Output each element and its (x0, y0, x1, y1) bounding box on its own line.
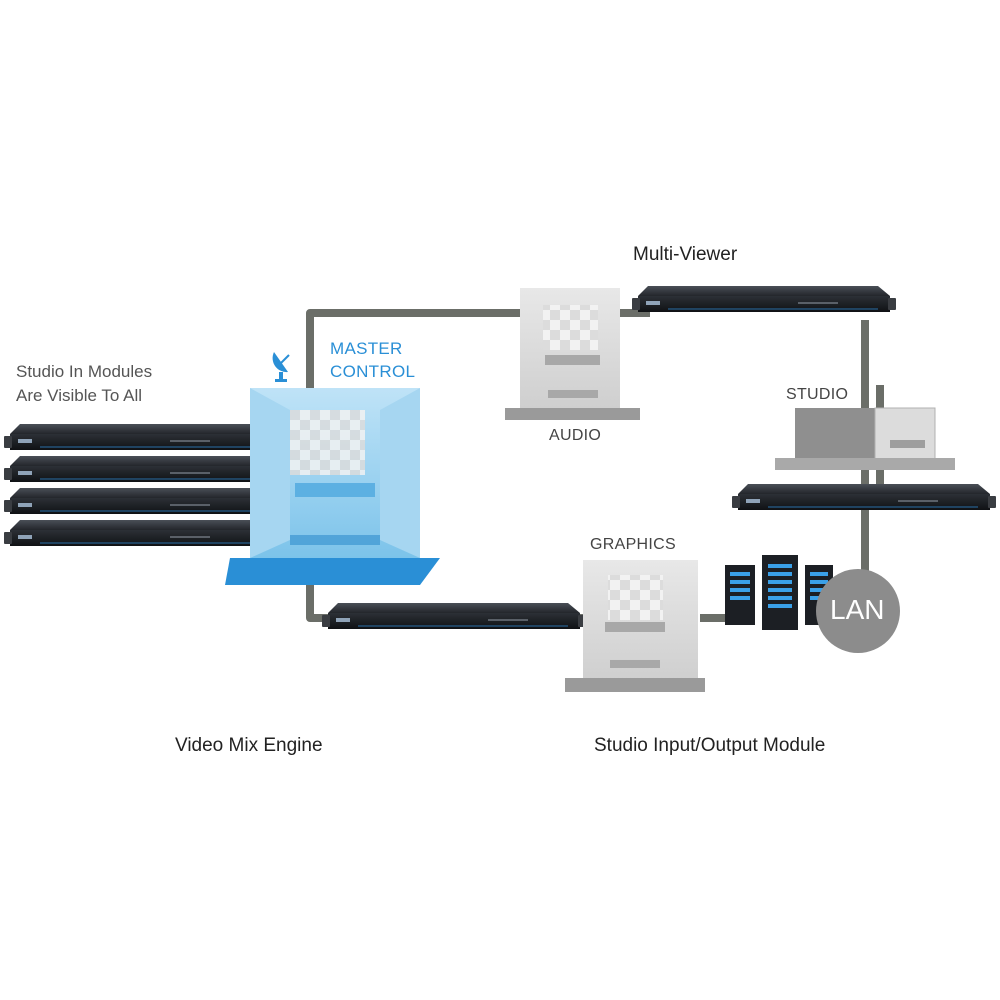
multi-viewer-label: Multi-Viewer (633, 244, 738, 265)
lan-circle (816, 569, 900, 653)
master-control-label-line2: CONTROL (330, 362, 416, 381)
studio-in-modules-stack (3, 423, 269, 547)
lan-label: LAN (830, 594, 885, 625)
multi-viewer-rack (631, 285, 897, 313)
video-mix-engine-rack (321, 602, 587, 630)
control-desk (295, 483, 375, 497)
studio-modules-label-line1: Studio In Modules (16, 362, 153, 381)
studio-label: STUDIO (786, 386, 849, 403)
audio-room (505, 288, 640, 420)
studio-room (775, 407, 955, 470)
studio-modules-label-line2: Are Visible To All (16, 386, 142, 405)
rack-unit-2 (3, 455, 269, 483)
rack-unit-4 (3, 519, 269, 547)
satellite-dish-icon (272, 352, 290, 382)
rack-unit-3 (3, 487, 269, 515)
graphics-label: GRAPHICS (590, 536, 676, 553)
video-mix-engine-label: Video Mix Engine (175, 735, 323, 756)
audio-label: AUDIO (549, 427, 602, 444)
studio-io-module-label: Studio Input/Output Module (594, 735, 826, 756)
studio-io-rack (731, 483, 997, 511)
graphics-room (565, 560, 705, 692)
rack-unit-1 (3, 423, 269, 451)
master-control-label-line1: MASTER (330, 339, 403, 358)
master-control-room (225, 352, 440, 585)
connector-master-to-audio (306, 309, 530, 420)
video-wall (290, 410, 365, 475)
